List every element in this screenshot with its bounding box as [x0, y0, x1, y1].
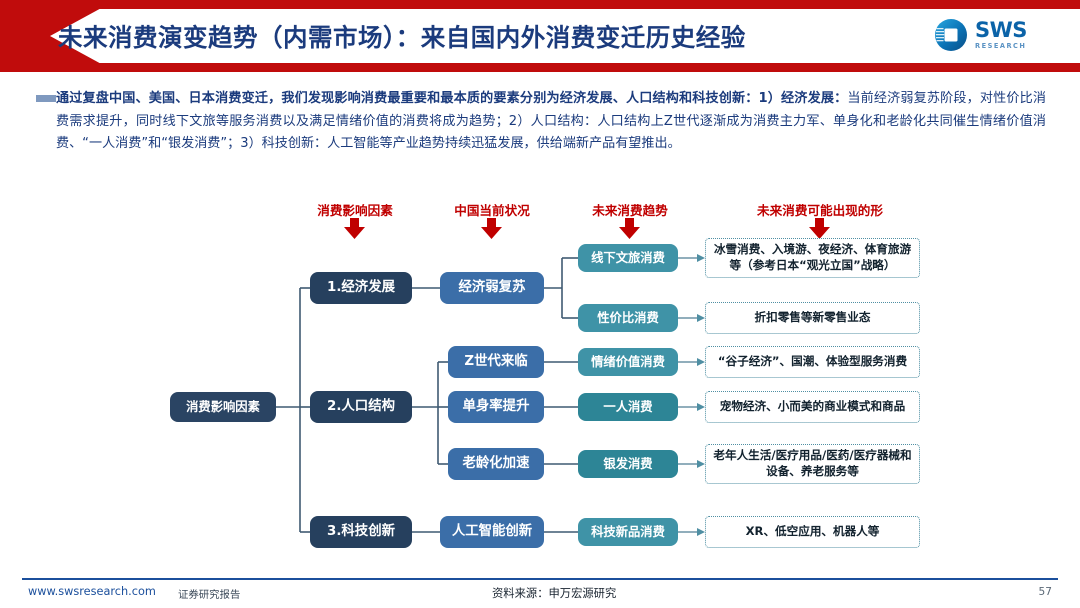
column-header-factors: 消费影响因素: [317, 203, 393, 218]
sws-logo-icon: [934, 18, 968, 52]
bullet-square-icon: [36, 95, 56, 102]
consumption-trend-diagram: 消费影响因素 中国当前状况 未来消费趋势 未来消费可能出现的形 消费影响因素 1…: [0, 196, 1080, 570]
summary-text: 通过复盘中国、美国、日本消费变迁，我们发现影响消费最重要和最本质的要素分别为经济…: [56, 88, 1046, 156]
node-level3-offline-travel[interactable]: 线下文旅消费: [578, 244, 678, 272]
column-header-future-forms: 未来消费可能出现的形: [757, 203, 883, 218]
logo-subwordmark: RESEARCH: [975, 42, 1027, 51]
node-level3-emotional-value[interactable]: 情绪价值消费: [578, 348, 678, 376]
header-bottom-bar: [96, 63, 1080, 72]
node-level3-tech-new-products[interactable]: 科技新品消费: [578, 518, 678, 546]
node-level2-aging[interactable]: 老龄化加速: [448, 448, 544, 480]
node-level1-tech-innovation[interactable]: 3.科技创新: [310, 516, 412, 548]
footer-website-link[interactable]: www.swsresearch.com: [28, 585, 156, 598]
column-header-current-status: 中国当前状况: [454, 203, 530, 218]
page-title: 未来消费演变趋势（内需市场）：来自国内外消费变迁历史经验: [58, 22, 746, 52]
node-level1-population-structure[interactable]: 2.人口结构: [310, 391, 412, 423]
node-level3-silver-consumption[interactable]: 银发消费: [578, 450, 678, 478]
outcome-box-offline-travel: 冰雪消费、入境游、夜经济、体育旅游等（参考日本“观光立国”战略）: [705, 238, 920, 278]
outcome-box-silver-consumption: 老年人生活/医疗用品/医药/医疗器械和设备、养老服务等: [705, 444, 920, 484]
node-root-consumption-factors[interactable]: 消费影响因素: [170, 392, 276, 422]
footer-subtitle: 证券研究报告: [178, 589, 241, 601]
node-level3-value-for-money[interactable]: 性价比消费: [578, 304, 678, 332]
slide-footer: www.swsresearch.com 证券研究报告 资料来源：申万宏源研究 5…: [0, 582, 1080, 608]
sws-logo-text: SWS RESEARCH: [975, 20, 1027, 50]
slide-header: 未来消费演变趋势（内需市场）：来自国内外消费变迁历史经验: [0, 0, 1080, 72]
footer-source: 资料来源：申万宏源研究: [492, 587, 617, 600]
summary-text-part1: 通过复盘中国、美国、日本消费变迁，我们发现影响消费最重要和最本质的要素分别为经济…: [56, 91, 848, 106]
footer-page-number: 57: [1038, 586, 1052, 598]
diagram-connectors: [276, 218, 830, 536]
summary-text-part2: 当前经济弱复苏阶段，对性价比消费需求提升，同时线下文旅等服务消费以及满足情绪价值…: [56, 91, 1047, 129]
outcome-box-value-for-money: 折扣零售等新零售业态: [705, 302, 920, 334]
outcome-box-single-person: 宠物经济、小而美的商业模式和商品: [705, 391, 920, 423]
node-level2-ai-innovation[interactable]: 人工智能创新: [440, 516, 544, 548]
node-level3-single-person[interactable]: 一人消费: [578, 393, 678, 421]
summary-text-part4: 人工智能等产业趋势持续迅猛发展，供给端新产品有望推出。: [327, 136, 681, 151]
summary-bullet: 通过复盘中国、美国、日本消费变迁，我们发现影响消费最重要和最本质的要素分别为经济…: [36, 88, 1046, 156]
node-level2-single-rate[interactable]: 单身率提升: [448, 391, 544, 423]
outcome-box-tech-new-products: XR、低空应用、机器人等: [705, 516, 920, 548]
footer-divider: [22, 578, 1058, 580]
summary-text-part3: 人口结构上Z世代逐渐成为消费主力军、单身化和老龄化共同催生情绪价值消费、“一人消…: [56, 113, 1046, 152]
logo-wordmark: SWS: [975, 18, 1027, 43]
node-level2-weak-recovery[interactable]: 经济弱复苏: [440, 272, 544, 304]
node-level2-gen-z[interactable]: Z世代来临: [448, 346, 544, 378]
node-level1-economic-development[interactable]: 1.经济发展: [310, 272, 412, 304]
header-top-bar: [96, 0, 1080, 9]
outcome-box-emotional-value: “谷子经济”、国潮、体验型服务消费: [705, 346, 920, 378]
sws-research-logo: SWS RESEARCH: [934, 14, 1058, 56]
column-header-arrows: [344, 218, 830, 239]
column-header-future-trend: 未来消费趋势: [592, 203, 668, 218]
